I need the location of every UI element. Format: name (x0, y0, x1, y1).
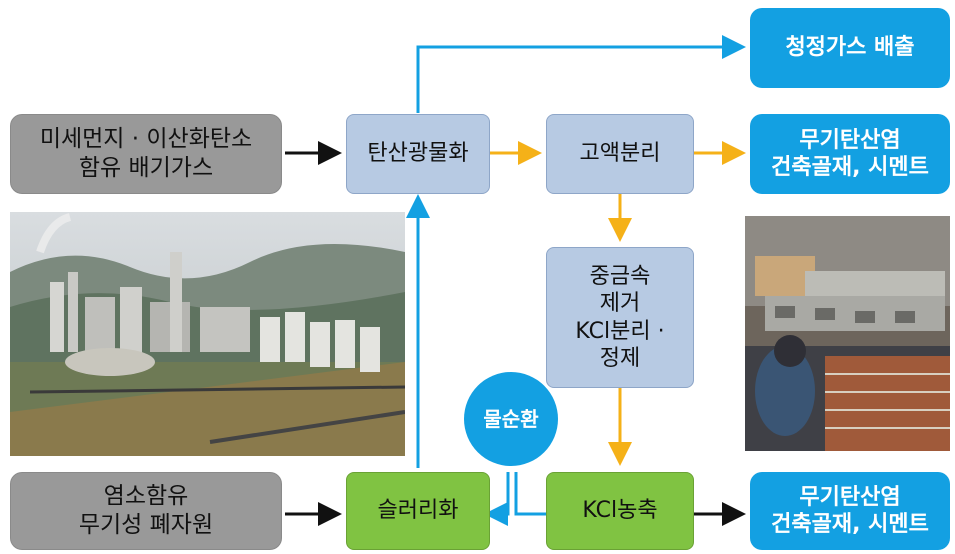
water-recycling-circle: 물순환 (464, 372, 558, 466)
arrow-water-recycle-return (484, 472, 510, 526)
arrow-carbonation-to-clean-gas (416, 35, 746, 113)
kcl-concentration-box: KCl농축 (546, 472, 694, 550)
carbonation-box: 탄산광물화 (346, 114, 490, 194)
inorganic-carbonate-product-top-box: 무기탄산염 건축골재, 시멘트 (750, 114, 950, 194)
construction-materials-photo (745, 216, 950, 451)
solid-liquid-separation-box: 고액분리 (546, 114, 694, 194)
clean-gas-discharge-box: 청정가스 배출 (750, 8, 950, 88)
input-chlorine-waste-box: 염소함유 무기성 폐자원 (10, 472, 282, 550)
inorganic-carbonate-product-bottom-box: 무기탄산염 건축골재, 시멘트 (750, 472, 950, 550)
purification-box: 중금속 제거 KCl분리 · 정제 (546, 247, 694, 388)
arrow-water-recycle (514, 472, 546, 516)
cement-plant-photo (10, 212, 405, 456)
input-exhaust-gas-box: 미세먼지 · 이산화탄소 함유 배기가스 (10, 114, 282, 194)
slurry-box: 슬러리화 (346, 472, 490, 550)
